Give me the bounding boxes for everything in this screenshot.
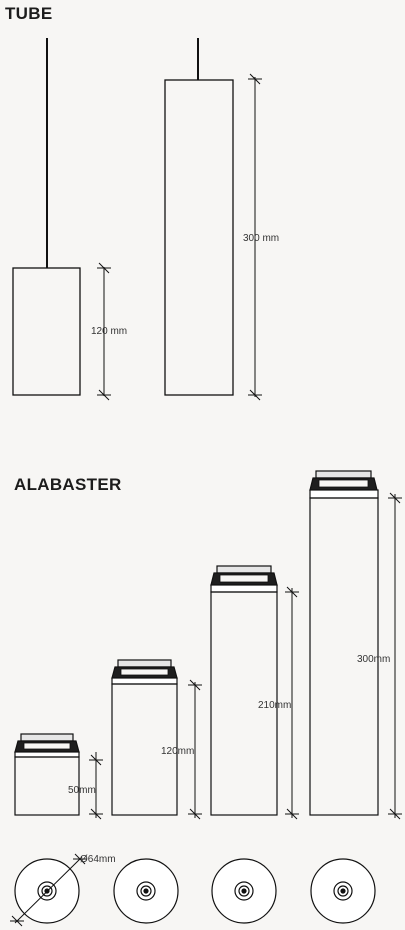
- alabaster-120-height-label: 120mm: [161, 746, 194, 757]
- tube-short-dimension: 120 mm: [91, 262, 127, 401]
- alabaster-50-height-label: 50mm: [68, 785, 96, 796]
- tube-tall-body: [164, 79, 234, 396]
- section-title-alabaster: ALABASTER: [14, 475, 122, 494]
- base-top-view-4: [310, 858, 376, 924]
- alabaster-300-lamp: [309, 470, 379, 816]
- tube-tall-dimension: 300 mm: [243, 73, 279, 401]
- alabaster-210-height-label: 210mm: [258, 700, 291, 711]
- alabaster-210-lamp: [210, 565, 278, 816]
- base-top-view-3: [211, 858, 277, 924]
- base-diameter-dimension: Ø64mm: [9, 853, 116, 927]
- section-title-tube: TUBE: [5, 4, 53, 23]
- alabaster-50-dimension: 50mm: [68, 752, 104, 820]
- tube-tall-pendant: [164, 38, 234, 396]
- alabaster-300-height-label: 300mm: [357, 654, 390, 665]
- alabaster-210-dimension: 210mm: [258, 586, 300, 820]
- alabaster-120-lamp: [111, 659, 178, 816]
- alabaster-50-lamp: [14, 733, 80, 816]
- base-top-view-2: [113, 858, 179, 924]
- tube-tall-height-label: 300 mm: [243, 233, 279, 244]
- tube-short-body: [12, 267, 81, 396]
- tube-short-pendant: [12, 38, 81, 396]
- tube-short-height-label: 120 mm: [91, 326, 127, 337]
- alabaster-120-dimension: 120mm: [161, 679, 203, 820]
- alabaster-300-dimension: 300mm: [357, 492, 403, 820]
- base-diameter-label: Ø64mm: [80, 854, 116, 865]
